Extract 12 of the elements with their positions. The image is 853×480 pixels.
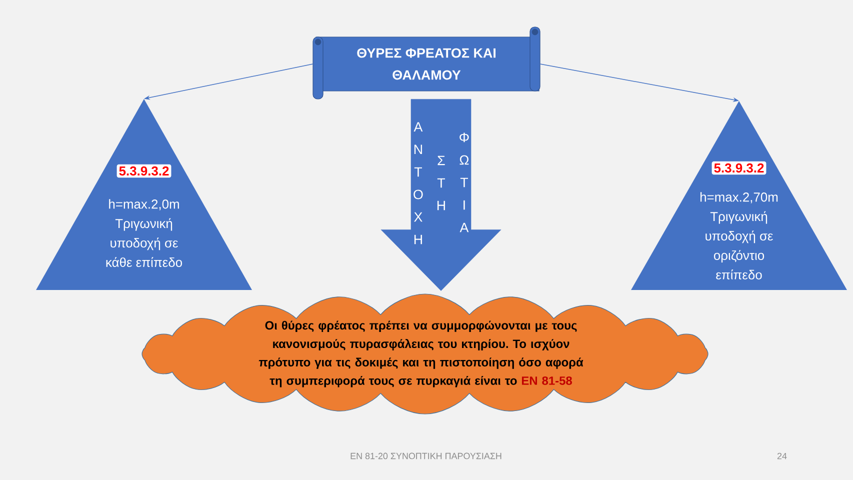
triangle bbox=[36, 99, 252, 290]
scroll-banner: ΘΥΡΕΣ ΦΡΕΑΤΟΣ ΚΑΙ ΘΑΛΑΜΟΥ bbox=[312, 26, 540, 100]
footer-text: EN 81-20 ΣΥΝΟΠΤΙΚΗ ΠΑΡΟΥΣΙΑΣΗ bbox=[350, 452, 502, 460]
triangle-text: h=max.2,70m Τριγωνική υποδοχή σε οριζόντιο επίπεδο bbox=[700, 192, 778, 280]
triangle-text: h=max.2,0m Τριγωνική υποδοχή σε κάθε επίπεδο bbox=[106, 199, 182, 267]
edge-label: ΑΝΤΟΧΗ ΣΤΗ ΦΩΤΙΑ bbox=[414, 122, 469, 244]
page-number: 24 bbox=[777, 452, 787, 460]
section-number: 5.3.9.3.2 bbox=[116, 164, 172, 178]
triangle bbox=[631, 101, 847, 290]
section-number: 5.3.9.3.2 bbox=[712, 161, 766, 175]
block-arrow bbox=[380, 99, 502, 291]
cloud: Οι θύρες φρέατος πρέπει να συμμορφώνονται με τους κανονισμούς πυρασφάλειας του κτηρίου. Το ισχύον πρότυπο για τις δοκιμές και τη πιστοποίηση όσο αφορά τη συμπεριφορά τους σε πυρκαγιά είναι το EN 81-58 bbox=[142, 294, 708, 414]
